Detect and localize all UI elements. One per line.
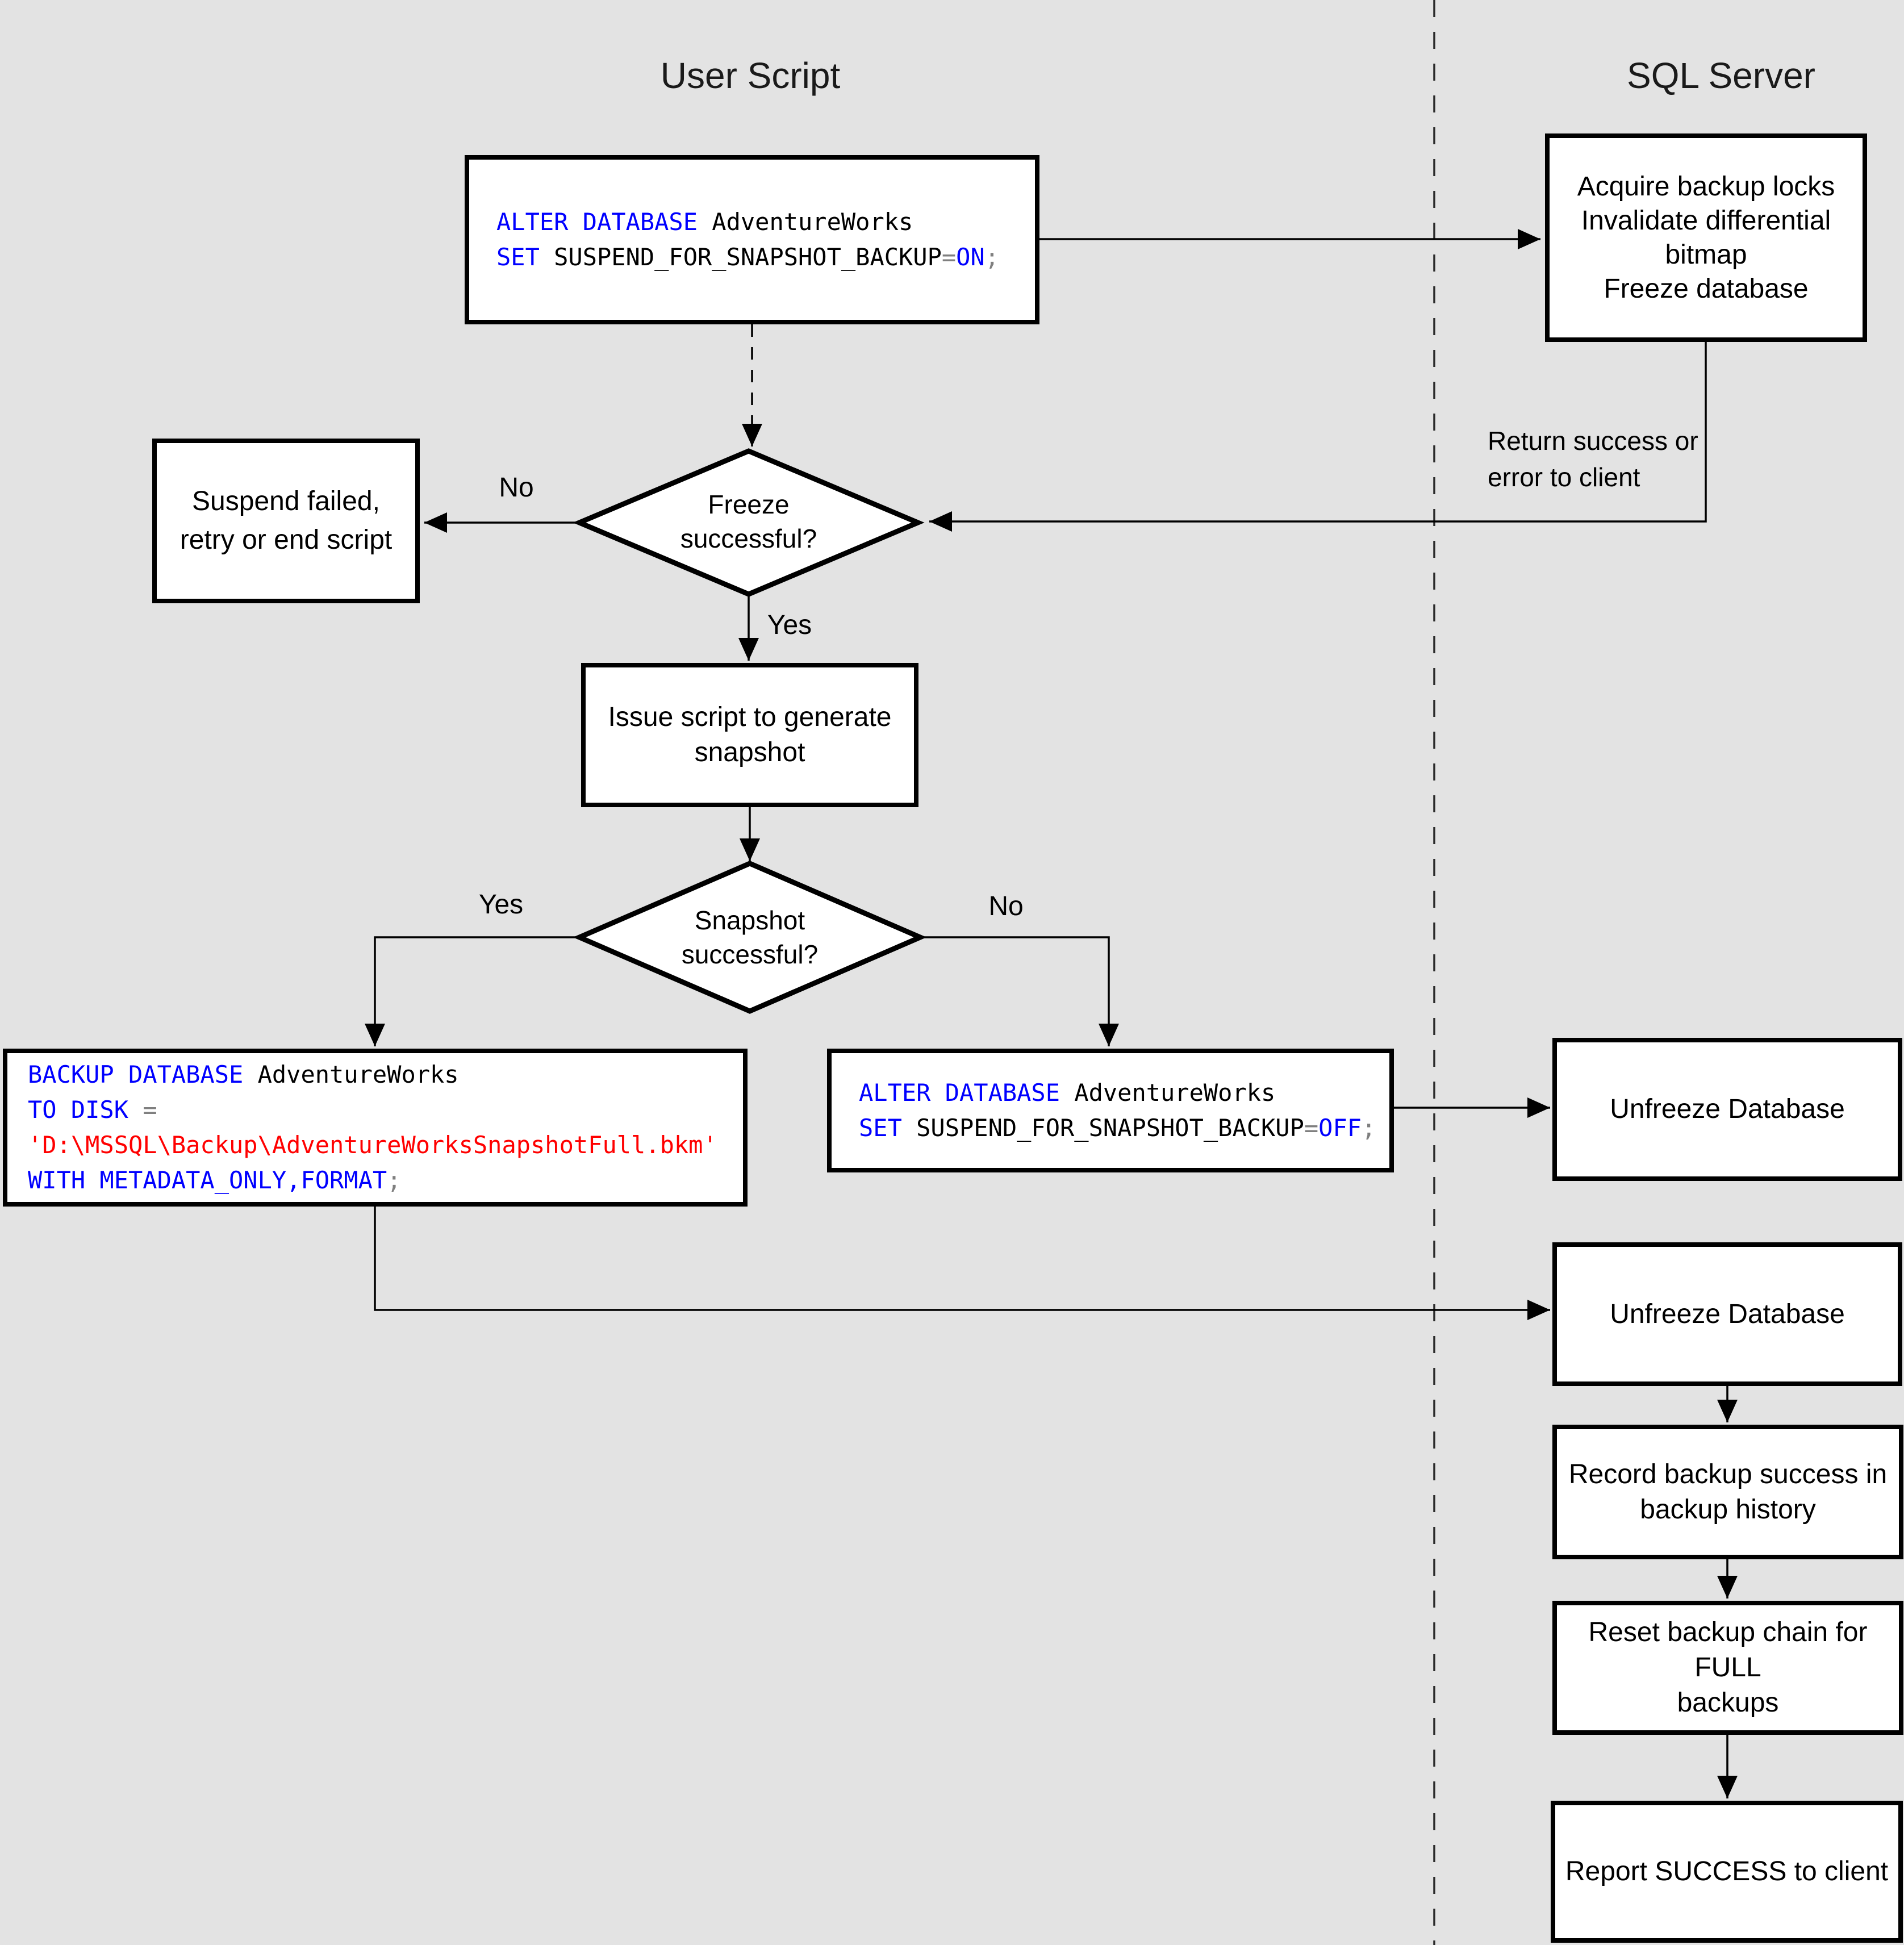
decision-freeze-successful	[573, 448, 925, 597]
node-reset-backup-chain: Reset backup chain for FULL backups	[1552, 1601, 1903, 1735]
column-title-sql-server: SQL Server	[1627, 55, 1815, 96]
node-acquire-backup-locks: Acquire backup locks Invalidate differen…	[1545, 133, 1867, 342]
edge-label-freeze-no: No	[499, 473, 534, 503]
node-unfreeze-database-1: Unfreeze Database	[1552, 1038, 1902, 1181]
edge-label-freeze-yes: Yes	[767, 610, 812, 640]
note-return-success-or-error: Return success or error to client	[1488, 426, 1698, 492]
node-record-backup-success: Record backup success in backup history	[1552, 1425, 1903, 1559]
decision-snapshot-question: Snapshot successful?	[681, 905, 819, 969]
decision-freeze-question: Freeze successful?	[680, 490, 817, 553]
edge-snapshot-yes-to-backup	[365, 936, 579, 1046]
node-unfreeze-database-2: Unfreeze Database	[1552, 1242, 1902, 1386]
edge-snapshot-no-to-alter-off	[920, 936, 1119, 1046]
decision-snapshot-successful	[573, 861, 927, 1014]
node-issue-script: Issue script to generate snapshot	[581, 663, 918, 807]
node-report-success: Report SUCCESS to client	[1551, 1801, 1903, 1943]
edge-label-snapshot-yes: Yes	[478, 890, 524, 920]
node-suspend-failed: Suspend failed, retry or end script	[152, 439, 420, 603]
edge-backup-to-unfreeze-2	[374, 1207, 1550, 1320]
edge-label-snapshot-no: No	[988, 891, 1024, 921]
edge-acquire-to-freeze-diamond	[929, 342, 1707, 532]
column-title-user-script: User Script	[660, 55, 841, 96]
